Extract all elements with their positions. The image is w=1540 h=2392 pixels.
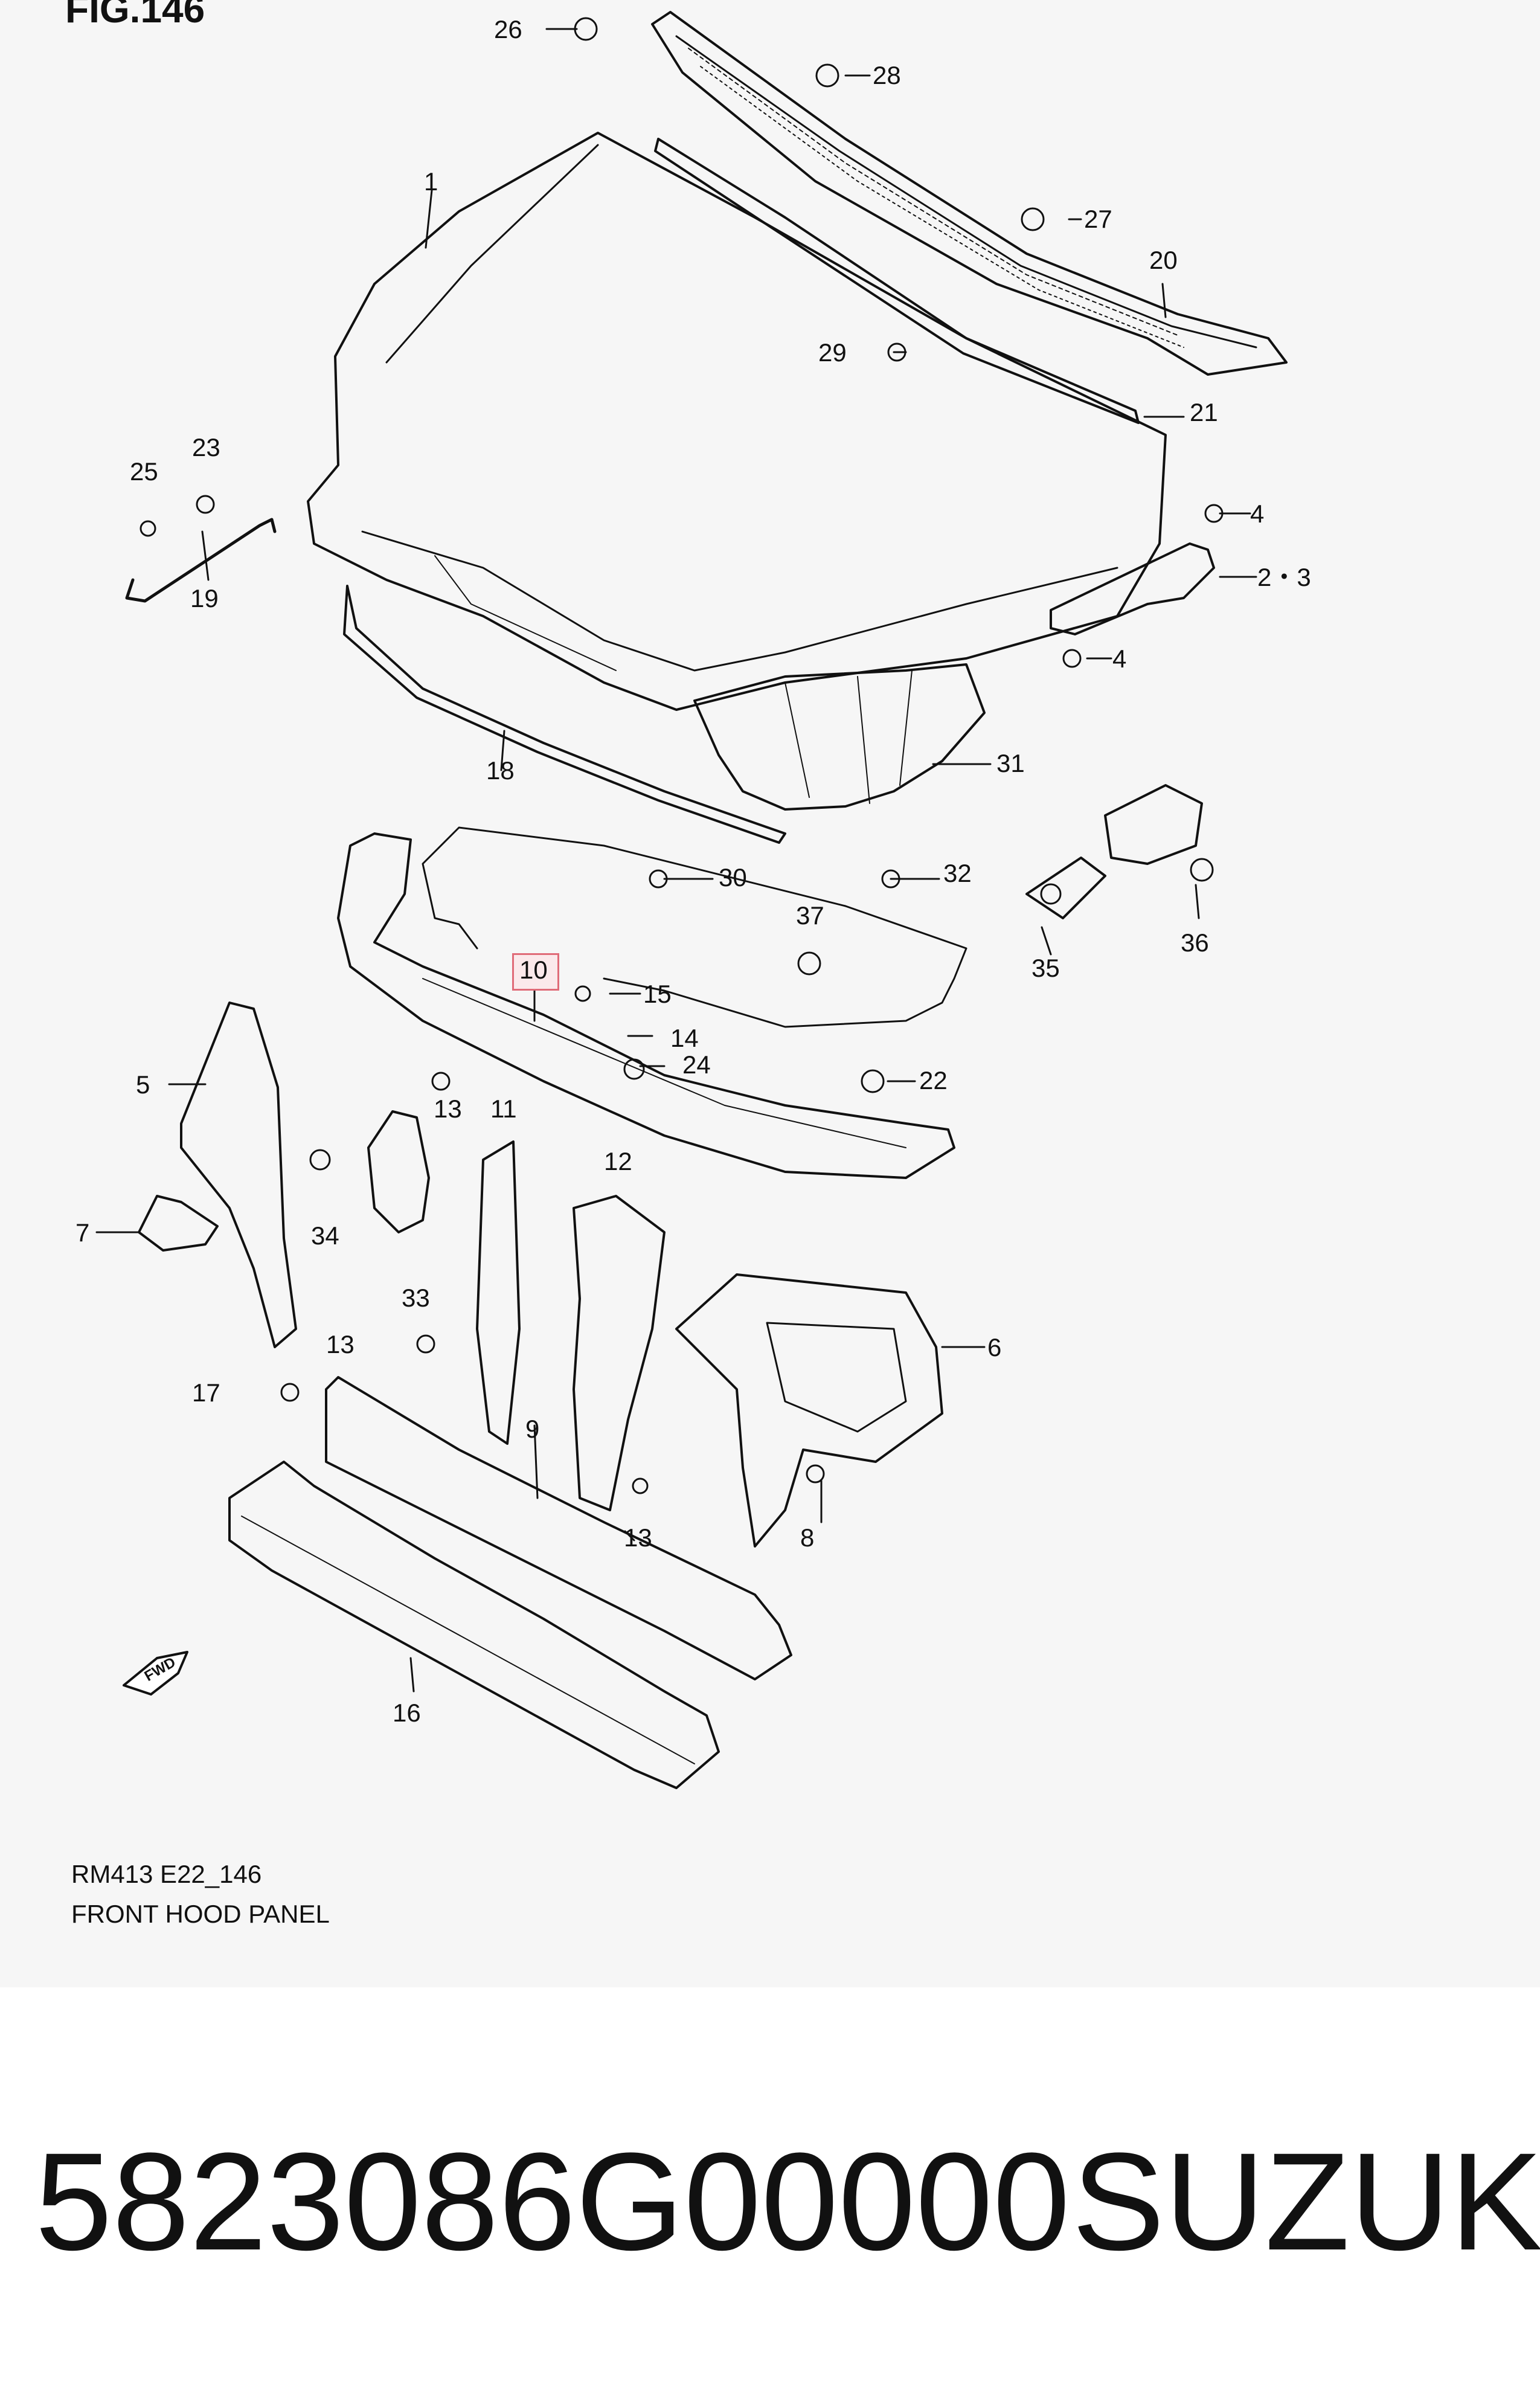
bracket-7 bbox=[138, 1195, 219, 1252]
callout-26: 26 bbox=[494, 15, 522, 43]
highlighted-callout-box[interactable] bbox=[512, 953, 559, 991]
callout-6: 6 bbox=[987, 1333, 1002, 1362]
callout-16: 16 bbox=[393, 1699, 421, 1727]
hood-insulator bbox=[693, 663, 986, 811]
callout-22: 22 bbox=[919, 1066, 948, 1095]
hood-support-rod bbox=[125, 518, 277, 603]
diagram-name: FRONT HOOD PANEL bbox=[71, 1900, 330, 1928]
callout-12: 12 bbox=[604, 1147, 632, 1175]
callout-13-middle: 13 bbox=[326, 1330, 355, 1358]
callout-13-upper: 13 bbox=[434, 1095, 462, 1123]
callout-10[interactable]: 10 bbox=[519, 956, 548, 984]
insulator-ribs bbox=[784, 670, 913, 804]
leader-lines bbox=[95, 28, 1257, 1693]
part-number: 5823086G00000 bbox=[35, 2124, 1070, 2279]
callout-4-lower: 4 bbox=[1112, 645, 1127, 673]
callout-34: 34 bbox=[311, 1221, 339, 1250]
callout-30: 30 bbox=[719, 863, 747, 892]
hood-latch bbox=[367, 1110, 430, 1233]
callout-21: 21 bbox=[1190, 398, 1218, 426]
callout-1: 1 bbox=[424, 167, 438, 196]
upper-radiator-support bbox=[337, 832, 955, 1179]
bumper-reinforcement bbox=[228, 1461, 720, 1789]
callout-36: 36 bbox=[1181, 928, 1209, 957]
diagram-code: RM413 E22_146 bbox=[71, 1860, 262, 1888]
callout-7: 7 bbox=[75, 1218, 90, 1247]
radiator-side-panel-right bbox=[675, 1273, 943, 1548]
front-weatherstrip bbox=[343, 585, 786, 844]
hood-weatherstrip bbox=[654, 138, 1140, 424]
callout-14: 14 bbox=[670, 1024, 699, 1052]
cowl-top-panel bbox=[651, 11, 1288, 376]
callout-17: 17 bbox=[192, 1378, 220, 1407]
hood-hinge bbox=[1050, 542, 1215, 635]
hood-panel bbox=[307, 132, 1167, 711]
callout-15: 15 bbox=[643, 980, 672, 1008]
radiator-support-brace-11 bbox=[476, 1140, 521, 1445]
figure-title: FIG.146 bbox=[65, 0, 205, 31]
callout-28: 28 bbox=[873, 61, 901, 89]
callout-32: 32 bbox=[943, 859, 972, 887]
callout-8: 8 bbox=[800, 1523, 815, 1552]
callout-29: 29 bbox=[818, 338, 847, 367]
callout-24: 24 bbox=[682, 1050, 711, 1079]
release-lever bbox=[1025, 857, 1106, 919]
radiator-support-brace-12 bbox=[573, 1195, 666, 1511]
callout-18: 18 bbox=[486, 756, 515, 785]
callout-37: 37 bbox=[796, 901, 824, 930]
callout-5: 5 bbox=[136, 1070, 150, 1099]
callout-13-lower: 13 bbox=[624, 1523, 652, 1552]
brand-name: SUZUKI bbox=[1072, 2124, 1540, 2279]
callout-33: 33 bbox=[402, 1284, 430, 1312]
callout-27: 27 bbox=[1084, 205, 1112, 233]
radiator-side-member-left bbox=[180, 1001, 297, 1348]
callout-31: 31 bbox=[996, 749, 1025, 777]
callout-35: 35 bbox=[1031, 954, 1060, 982]
callout-9: 9 bbox=[525, 1415, 540, 1443]
callout-23: 23 bbox=[192, 433, 220, 461]
hood-release-cable bbox=[422, 826, 967, 1028]
fasteners bbox=[140, 17, 1224, 1494]
exploded-parts-drawing bbox=[95, 11, 1288, 1789]
callout-25: 25 bbox=[130, 457, 158, 486]
callout-4-upper: 4 bbox=[1250, 500, 1265, 528]
release-handle bbox=[1104, 784, 1203, 865]
fwd-arrow-icon bbox=[123, 1651, 188, 1696]
callout-11: 11 bbox=[490, 1095, 517, 1123]
callout-2-3: 2・3 bbox=[1257, 563, 1311, 591]
callout-19: 19 bbox=[190, 584, 219, 612]
lower-crossmember bbox=[325, 1376, 792, 1680]
diagram-panel: FIG.146 26 28 1 27 20 29 21 23 25 4 2・3 … bbox=[65, 0, 1311, 1928]
callout-20: 20 bbox=[1149, 246, 1178, 274]
